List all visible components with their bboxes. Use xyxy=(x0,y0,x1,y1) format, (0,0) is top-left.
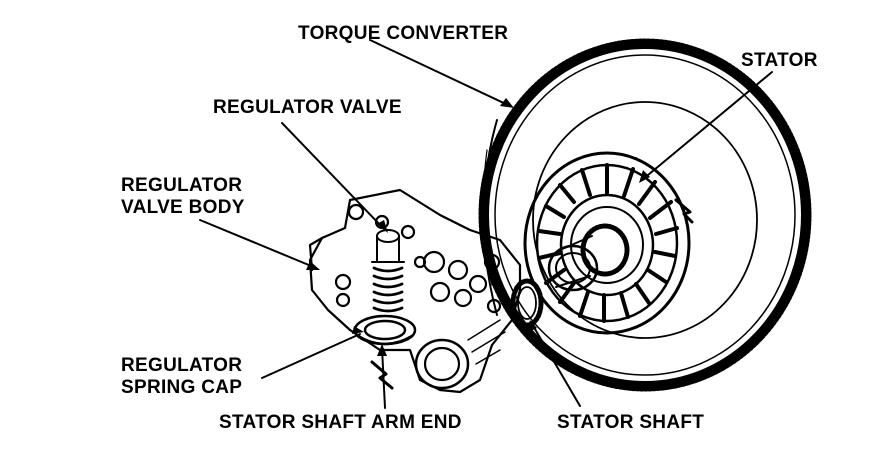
stator-vanes xyxy=(537,163,679,323)
leader-arrowheads xyxy=(306,98,650,356)
stator-shaft xyxy=(510,278,544,328)
label-stator-shaft-arm-end: STATOR SHAFT ARM END xyxy=(219,412,462,434)
label-regulator-valve: REGULATOR VALVE xyxy=(213,97,402,119)
label-regulator-valve-body: REGULATOR VALVE BODY xyxy=(121,175,245,219)
label-stator-shaft: STATOR SHAFT xyxy=(557,412,704,434)
label-torque-converter: TORQUE CONVERTER xyxy=(298,23,508,45)
stator-assembly xyxy=(523,151,694,335)
label-regulator-spring-cap: REGULATOR SPRING CAP xyxy=(121,355,242,399)
regulator-valve xyxy=(371,229,405,313)
label-regulator-spring-cap-line2: SPRING CAP xyxy=(121,377,243,398)
label-regulator-valve-body-line2: VALVE BODY xyxy=(121,197,245,218)
regulator-spring-cap xyxy=(353,314,417,346)
leader-lines xyxy=(199,39,773,409)
label-stator-text: STATOR xyxy=(741,50,818,71)
label-stator-shaft-arm-end-text: STATOR SHAFT ARM END xyxy=(219,412,462,433)
label-regulator-spring-cap-line1: REGULATOR xyxy=(121,355,243,376)
label-stator: STATOR xyxy=(741,50,818,72)
regulator-valve-body xyxy=(308,188,522,394)
label-regulator-valve-body-line1: REGULATOR xyxy=(121,175,243,196)
label-regulator-valve-text: REGULATOR VALVE xyxy=(213,97,402,118)
label-torque-converter-text: TORQUE CONVERTER xyxy=(298,23,509,44)
torque-converter xyxy=(478,38,812,392)
label-stator-shaft-text: STATOR SHAFT xyxy=(557,412,705,433)
